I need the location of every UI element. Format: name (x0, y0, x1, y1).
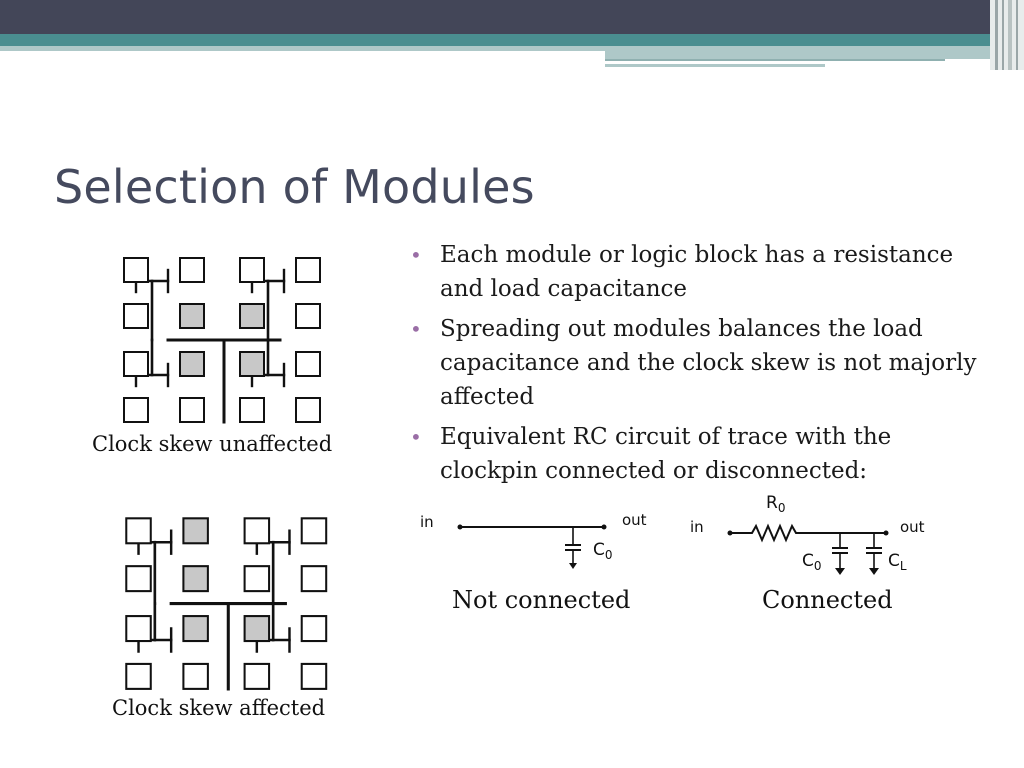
circuit-in-label: in (420, 513, 434, 531)
logic-module (125, 662, 152, 690)
logic-module (123, 351, 149, 377)
rc-circuit-connected: in R0 out C0 CL (690, 493, 925, 575)
bullet-item: • Spreading out modules balances the load… (410, 312, 990, 414)
bullet-text: Equivalent RC circuit of trace with the … (440, 424, 892, 484)
rc-circuit-not-connected: in out C0 (420, 511, 647, 569)
clock-tree-affected-diagram (125, 517, 328, 691)
logic-module (179, 351, 205, 377)
not-connected-caption: Not connected (452, 586, 631, 614)
clock-tree-unaffected-diagram (123, 257, 321, 424)
logic-module (179, 303, 205, 329)
terminal-dot-icon (883, 530, 889, 536)
logic-module (300, 517, 328, 545)
logic-module (182, 517, 209, 545)
connected-caption: Connected (762, 586, 893, 614)
bullet-dot-icon: • (410, 317, 422, 341)
logic-module (182, 662, 209, 690)
logic-module (239, 397, 265, 423)
circuit-out-label: out (622, 511, 647, 529)
logic-module (123, 303, 149, 329)
bullet-item: • Equivalent RC circuit of trace with the… (410, 420, 990, 488)
logic-module (295, 397, 321, 423)
logic-module (239, 351, 265, 377)
bullet-text: Spreading out modules balances the load … (440, 316, 977, 410)
logic-module (243, 662, 271, 690)
logic-module (295, 303, 321, 329)
tree-top-caption: Clock skew unaffected (92, 432, 333, 456)
logic-module (300, 615, 328, 643)
logic-module (243, 565, 271, 593)
capacitor-icon (866, 533, 882, 575)
logic-module (182, 615, 209, 643)
logic-module (182, 565, 209, 593)
capacitor-label: CL (888, 551, 907, 573)
logic-module (123, 397, 149, 423)
logic-module (300, 565, 328, 593)
logic-module (295, 351, 321, 377)
tree-bottom-caption: Clock skew affected (112, 696, 326, 720)
bullet-item: • Each module or logic block has a resist… (410, 238, 990, 306)
logic-module (123, 257, 149, 283)
logic-module (179, 257, 205, 283)
logic-module (125, 565, 152, 593)
logic-module (300, 662, 328, 690)
capacitor-icon (832, 533, 848, 575)
resistor-label: R0 (766, 493, 785, 515)
circuit-in-label: in (690, 518, 704, 536)
logic-module (243, 615, 271, 643)
capacitor-icon (565, 527, 581, 569)
bullet-dot-icon: • (410, 243, 422, 267)
logic-module (295, 257, 321, 283)
bullet-list: • Each module or logic block has a resist… (410, 238, 990, 494)
terminal-dot-icon (601, 524, 607, 530)
resistor-icon (730, 523, 886, 543)
logic-module (125, 517, 152, 545)
logic-module (239, 303, 265, 329)
slide-title: Selection of Modules (54, 160, 535, 214)
logic-module (239, 257, 265, 283)
capacitor-label: C0 (802, 551, 822, 573)
logic-module (243, 517, 271, 545)
circuit-out-label: out (900, 518, 925, 536)
capacitor-label: C0 (593, 540, 613, 562)
logic-module (179, 397, 205, 423)
bullet-dot-icon: • (410, 425, 422, 449)
header-banner (0, 0, 1024, 70)
logic-module (125, 615, 152, 643)
bullet-text: Each module or logic block has a resista… (440, 242, 954, 302)
